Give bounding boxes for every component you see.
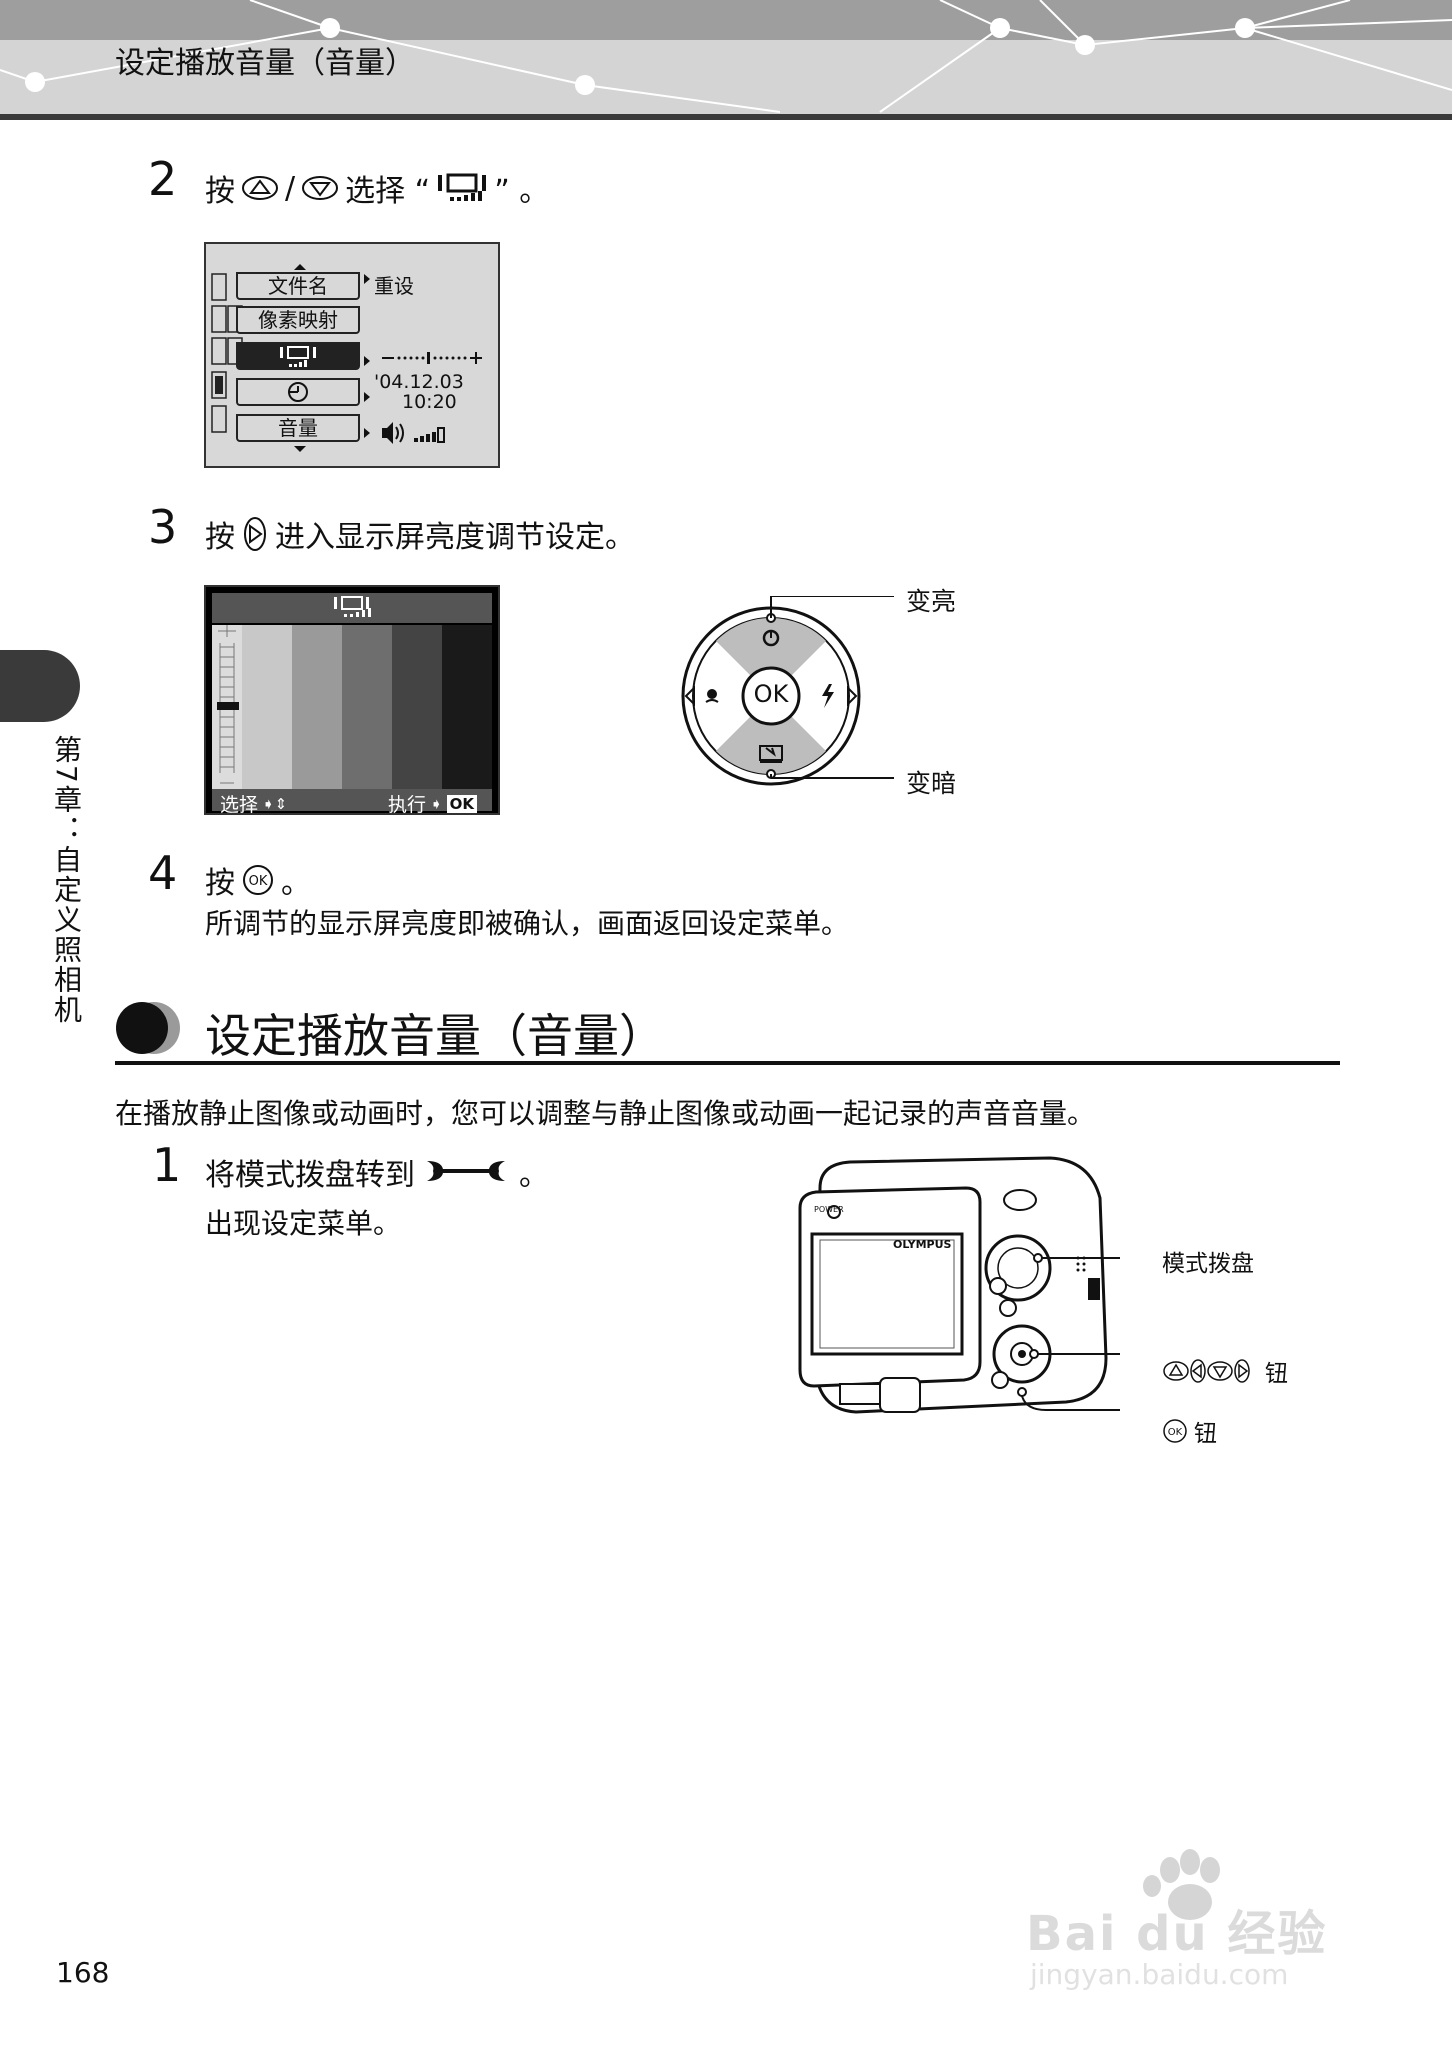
up-arrow-button-icon: [242, 176, 278, 200]
section-rule: [115, 1061, 1340, 1065]
execute-hint: 执行 ➧ OK: [388, 790, 477, 817]
chapter-tab: [0, 650, 80, 722]
right-arrow-button-icon: [244, 517, 266, 551]
watermark-line2: jingyan.baidu.com: [1030, 1958, 1289, 1991]
watermark-line1: Bai du 经验: [1026, 1906, 1328, 1962]
page-number: 168: [56, 1956, 110, 1989]
step-3-text-b: 进入显示屏亮度调节设定。: [275, 520, 635, 555]
brighter-label: 变亮: [906, 587, 957, 616]
volume-level-icon: [414, 427, 445, 443]
section-intro: 在播放静止图像或动画时，您可以调整与静止图像或动画一起记录的声音音量。: [115, 1097, 1096, 1130]
step-4-number: 4: [148, 846, 178, 900]
step-2-text: 按 / 选择 “ ” 。: [205, 166, 549, 210]
menu-value-date: '04.12.03: [374, 371, 464, 393]
step-4-text: 按 OK 。: [205, 858, 311, 902]
menu-tab-pixel-mapping[interactable]: 像素映射: [236, 306, 360, 334]
brightness-screen: 选择 ➧⇕ 执行 ➧ OK: [204, 585, 500, 817]
menu-tab-volume[interactable]: 音量: [236, 414, 360, 442]
menu-screen: 文件名 重设 像素映射 '04.12.03 10:20 音量: [204, 242, 500, 468]
svg-text:OK: OK: [1168, 1427, 1183, 1438]
clock-icon: [288, 382, 308, 402]
step-1-text-b: 。: [519, 1158, 549, 1193]
menu-value-time: 10:20: [402, 391, 457, 413]
step-4-description: 所调节的显示屏亮度即被确认，画面返回设定菜单。: [205, 907, 850, 940]
ok-button-text: 钮: [1194, 1421, 1217, 1447]
ok-badge: OK: [446, 794, 477, 813]
arrow-pad-diagram: [681, 596, 894, 786]
step-2-text-d: ” 。: [494, 174, 550, 209]
ok-button-icon: OK: [243, 865, 273, 895]
step-4-text-b: 。: [281, 866, 311, 901]
step-4-text-a: 按: [205, 866, 235, 901]
ok-button-icon: OK: [1163, 1419, 1187, 1443]
arrow-buttons-label: 钮: [1162, 1354, 1288, 1388]
ok-button-label: OK: [753, 680, 789, 708]
brightness-screen-graphic: [212, 593, 492, 811]
monitor-brightness-icon: [280, 346, 316, 367]
step-2-text-a: 按: [205, 174, 235, 209]
step-2-text-b: /: [285, 170, 296, 206]
baidu-watermark: Bai du 经验 jingyan.baidu.com: [1026, 1840, 1370, 2010]
step-3-text-a: 按: [205, 520, 235, 555]
section-bullet-icon: [116, 1002, 180, 1054]
camera-illustration: [798, 1156, 1120, 1414]
header-rule: [0, 114, 1452, 120]
speaker-icon: [382, 422, 404, 444]
menu-tab-filename[interactable]: 文件名: [236, 272, 360, 300]
menu-tab-clock[interactable]: [236, 378, 360, 406]
camera-power-label: POWER: [814, 1205, 844, 1214]
erase-icon: [759, 745, 783, 763]
darker-label: 变暗: [906, 769, 957, 798]
step-1-number: 1: [152, 1138, 182, 1192]
step-1-text: 将模式拨盘转到 。: [205, 1150, 549, 1194]
mode-dial-label: 模式拨盘: [1162, 1251, 1254, 1277]
step-3-text: 按 进入显示屏亮度调节设定。: [205, 512, 635, 556]
select-arrow-icon: ➧⇕: [262, 794, 288, 813]
menu-screen-decor: [211, 264, 482, 452]
arrow-buttons-text: 钮: [1265, 1361, 1288, 1387]
chapter-label: 第7章：自定义照相机: [50, 735, 83, 1025]
header-band: [0, 0, 1452, 114]
step-2-text-c: 选择 “: [345, 174, 431, 209]
select-hint: 选择 ➧⇕: [220, 790, 287, 817]
select-label: 选择: [220, 794, 259, 816]
execute-label: 执行: [388, 794, 427, 816]
macro-flower-icon: [705, 689, 719, 703]
flash-icon: [822, 684, 834, 708]
down-arrow-button-icon: [302, 176, 339, 200]
menu-value-datetime: '04.12.03 10:20: [374, 372, 464, 412]
camera-brand: OLYMPUS: [893, 1238, 952, 1251]
header-title: 设定播放音量（音量）: [115, 46, 415, 81]
setup-wrench-icon: [427, 1161, 505, 1181]
svg-text:OK: OK: [249, 874, 268, 889]
baidu-paw-icon: [1143, 1849, 1220, 1920]
section-title: 设定播放音量（音量）: [205, 1009, 665, 1063]
step-1-text-a: 将模式拨盘转到: [205, 1158, 415, 1193]
step-3-number: 3: [148, 500, 178, 554]
menu-tab-monitor-brightness[interactable]: [236, 342, 360, 370]
monitor-brightness-icon: [438, 173, 487, 201]
step-1-description: 出现设定菜单。: [205, 1207, 402, 1240]
menu-value-reset: 重设: [374, 274, 414, 298]
self-timer-icon: [762, 629, 780, 647]
execute-arrow-icon: ➧: [430, 794, 443, 813]
arrow-buttons-icon: [1163, 1359, 1250, 1383]
ok-button-callout: OK 钮: [1162, 1414, 1217, 1448]
step-2-number: 2: [148, 152, 178, 206]
